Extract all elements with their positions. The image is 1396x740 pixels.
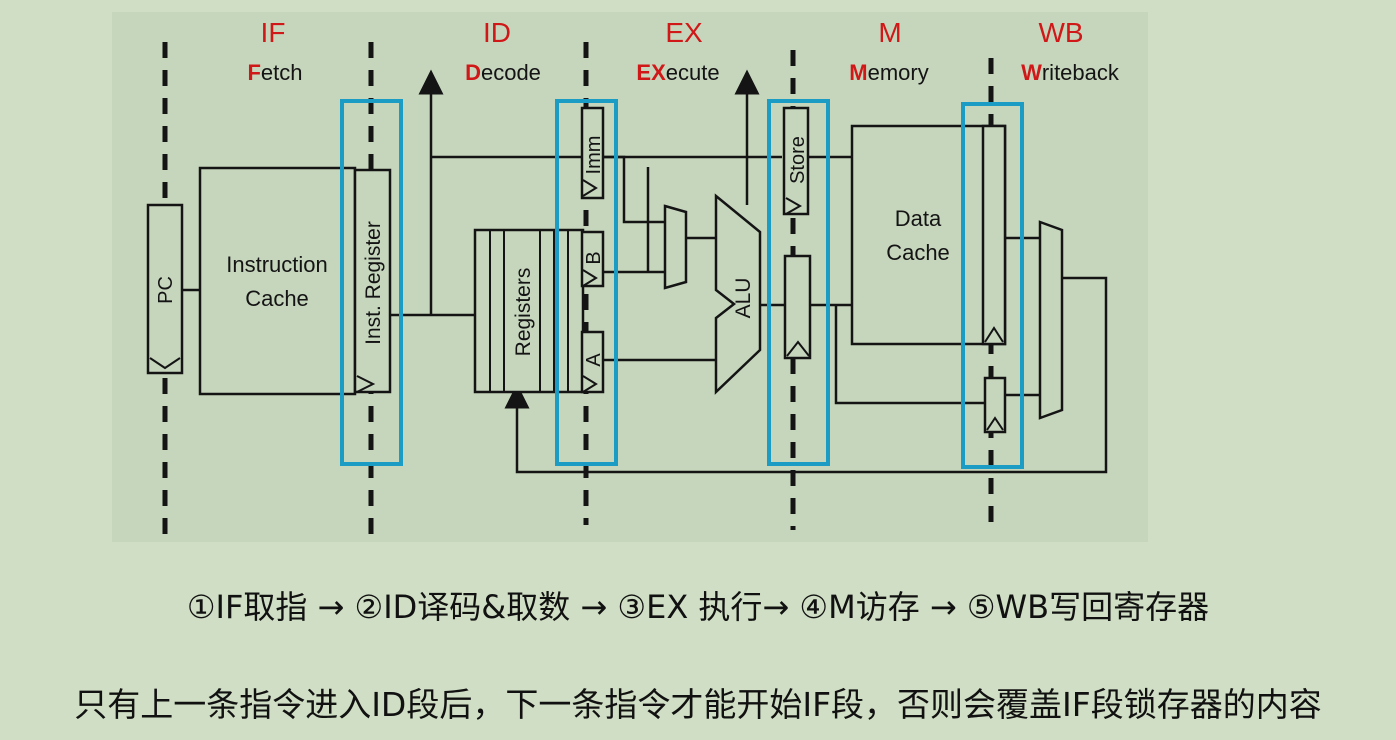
stage-id-name: Decode: [465, 60, 541, 85]
stage-id-abbr: ID: [483, 17, 511, 48]
stage-ex-abbr: EX: [665, 17, 703, 48]
store-label: Store: [787, 136, 809, 184]
inst-register: Inst. Register: [353, 168, 392, 394]
latch-ex-m: [767, 99, 830, 466]
wb-register-upper: [981, 124, 1007, 346]
b-register: B: [580, 230, 605, 288]
pc-label: PC: [155, 276, 177, 304]
icache-label-2: Cache: [245, 286, 309, 311]
stage-wb-abbr: WB: [1038, 17, 1083, 48]
stage-m-abbr: M: [878, 17, 901, 48]
a-label: A: [583, 353, 605, 367]
stage-wb-name: Writeback: [1021, 60, 1120, 85]
imm-label: Imm: [583, 136, 605, 175]
latch-id-ex: [555, 99, 618, 466]
instruction-cache: Instruction Cache: [198, 166, 357, 396]
alu: ALU: [714, 193, 762, 395]
latch-highlights: [340, 99, 1024, 469]
wb-register-lower: [983, 376, 1007, 434]
ex-mux: [663, 204, 688, 290]
store-register: Store: [782, 106, 810, 216]
b-label: B: [583, 251, 605, 264]
latch-if-id: [340, 99, 403, 466]
a-register: A: [580, 330, 605, 394]
dcache-label-2: Cache: [886, 240, 950, 265]
stage-ex-name: EXecute: [636, 60, 719, 85]
alu-label: ALU: [732, 278, 755, 319]
register-file: Registers: [473, 228, 585, 394]
stage-if-abbr: IF: [261, 17, 286, 48]
alu-result-register: [783, 254, 812, 360]
inst-register-label: Inst. Register: [362, 221, 385, 345]
pipeline-note: 只有上一条指令进入ID段后，下一条指令才能开始IF段，否则会覆盖IF段锁存器的内…: [74, 685, 1322, 724]
icache-label-1: Instruction: [226, 252, 328, 277]
dcache-label-1: Data: [895, 206, 942, 231]
wb-mux: [1038, 220, 1064, 420]
stage-headers: IF Fetch ID Decode EX EXecute M Memory W…: [247, 17, 1119, 85]
latch-m-wb: [961, 102, 1024, 469]
imm-register: Imm: [580, 106, 605, 200]
registers-label: Registers: [512, 268, 535, 357]
pc-register: PC: [146, 203, 184, 375]
stage-if-name: Fetch: [247, 60, 302, 85]
stage-m-name: Memory: [849, 60, 928, 85]
pipeline-caption: ①IF取指 → ②ID译码&取数 → ③EX 执行→ ④M访存 → ⑤WB写回寄…: [186, 588, 1210, 626]
